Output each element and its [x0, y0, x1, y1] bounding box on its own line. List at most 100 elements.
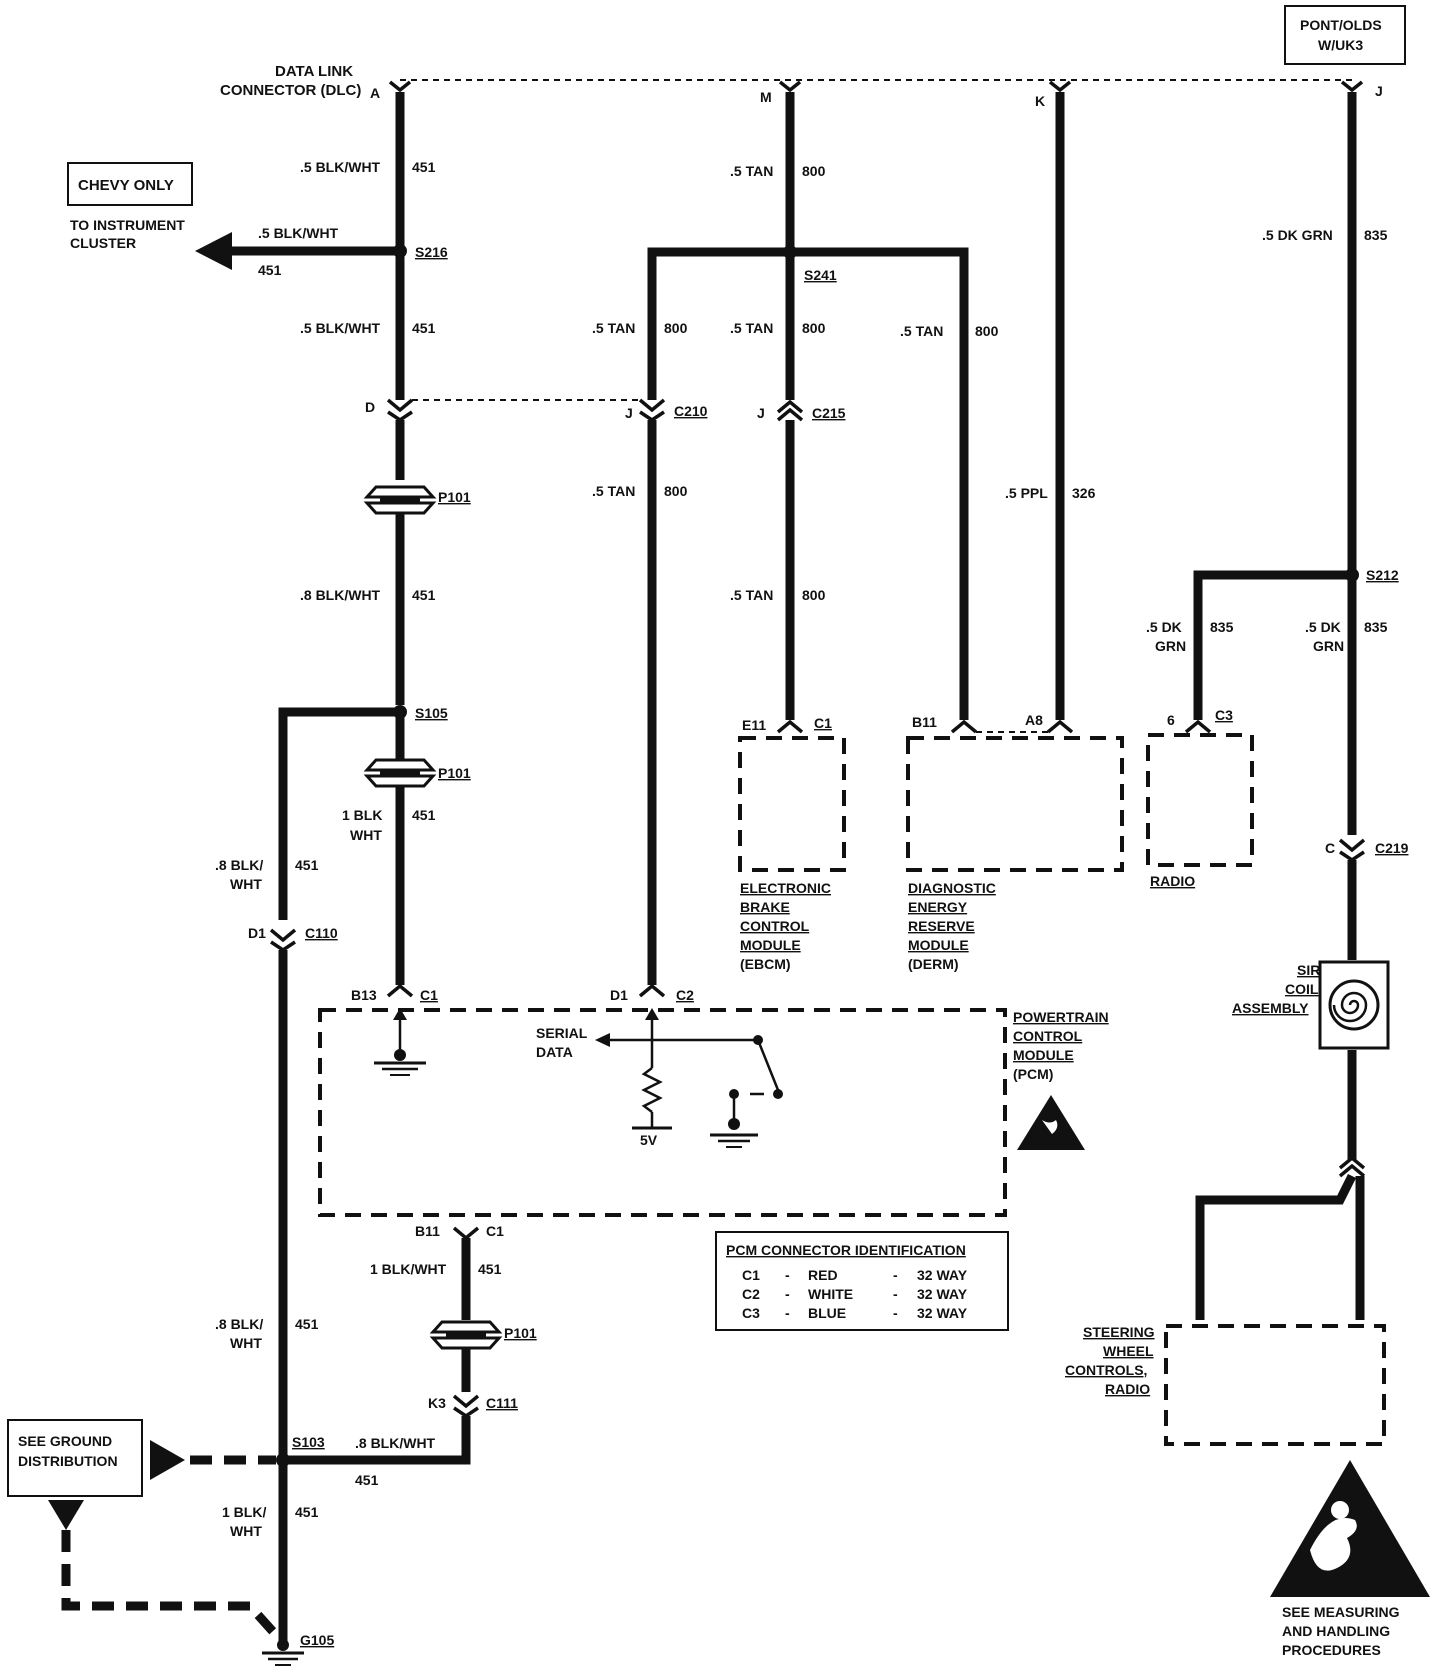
t5-color: .5 TAN — [592, 483, 635, 499]
pin-k3: K3 — [428, 1395, 446, 1411]
pcm-table-cell: - — [785, 1267, 790, 1283]
c110-label: C110 — [305, 925, 338, 941]
t2-color: .5 TAN — [592, 320, 635, 336]
pcm-table-cell: - — [893, 1267, 898, 1283]
splice-s216-dot — [393, 244, 407, 258]
pont-olds-box — [1284, 5, 1406, 65]
chevy-only-label: CHEVY ONLY — [78, 177, 174, 194]
swc-label-3: CONTROLS, — [1065, 1362, 1147, 1378]
dlc-label-1: DATA LINK — [275, 63, 353, 80]
t1-num: 800 — [802, 163, 826, 179]
t6-num: 800 — [802, 587, 826, 603]
ground-dist-arrow — [150, 1440, 185, 1480]
pin-d1-c110: D1 — [248, 925, 266, 941]
pin-a: A — [370, 85, 380, 101]
serial-data-label-2: DATA — [536, 1044, 573, 1060]
arrow-to-instrument-cluster — [195, 232, 232, 270]
sir-label-2: COIL — [1285, 981, 1319, 997]
pcm-c1-label: C1 — [420, 987, 438, 1003]
w8-color: .8 BLK/WHT — [355, 1435, 436, 1451]
w8-num: 451 — [355, 1472, 379, 1488]
p101-connector-b — [363, 758, 437, 788]
ebcm-label-5: (EBCM) — [740, 956, 791, 972]
wire-451-to-s103 — [283, 1416, 471, 1465]
w6-color: 1 BLK/WHT — [370, 1261, 447, 1277]
g2-color-2: GRN — [1155, 638, 1186, 654]
derm-a8-terminal — [1046, 719, 1074, 734]
pcm-table-title: PCM CONNECTOR IDENTIFICATION — [726, 1242, 966, 1258]
pcm-c2-label: C2 — [676, 987, 694, 1003]
pcm-table-cell: 32 WAY — [917, 1286, 968, 1302]
splice-s103: S103 — [292, 1434, 325, 1450]
c111-label: C111 — [486, 1395, 518, 1411]
t6-color: .5 TAN — [730, 587, 773, 603]
pin-c-c219: C — [1325, 840, 1335, 856]
g2-color-1: .5 DK — [1146, 619, 1182, 635]
derm-b11-terminal — [950, 719, 978, 734]
w7-color-2: WHT — [230, 1335, 262, 1351]
derm-label-1: DIAGNOSTIC — [908, 880, 996, 896]
pcm-table-row: C2 - WHITE - 32 WAY — [742, 1286, 968, 1302]
pont-olds-label-2: W/UK3 — [1318, 37, 1363, 53]
p101-c-label: P101 — [504, 1325, 537, 1341]
g1-color: .5 DK GRN — [1262, 227, 1333, 243]
p1-num: 326 — [1072, 485, 1096, 501]
derm-box — [906, 736, 1124, 872]
w3-num: 451 — [412, 587, 436, 603]
pcm-table-cell: RED — [808, 1267, 838, 1283]
g3-color-2: GRN — [1313, 638, 1344, 654]
ground-g105-symbol — [262, 1639, 304, 1666]
splice-s212: S212 — [1366, 567, 1399, 583]
measuring-label-3: PROCEDURES — [1282, 1642, 1381, 1658]
pcm-c1-terminal — [386, 983, 414, 998]
ebcm-label-4: MODULE — [740, 937, 801, 953]
pcm-ground-symbol-left — [374, 1008, 426, 1076]
pcm-table-cell: 32 WAY — [917, 1267, 968, 1283]
w5-num: 451 — [295, 857, 319, 873]
w7-num: 451 — [295, 1316, 319, 1332]
pcm-table-cell: - — [893, 1286, 898, 1302]
wire-800-s241-bus — [647, 247, 969, 720]
w5-color-1: .8 BLK/ — [215, 857, 263, 873]
pcm-table-cell: BLUE — [808, 1305, 846, 1321]
w-ic-num: 451 — [258, 262, 282, 278]
c219-connector — [1338, 838, 1366, 863]
t2-num: 800 — [664, 320, 688, 336]
pin-a8: A8 — [1025, 712, 1043, 728]
g2-num: 835 — [1210, 619, 1234, 635]
radio-label: RADIO — [1150, 873, 1195, 889]
pin-j-c215: J — [757, 405, 765, 421]
swc-label-1: STEERING — [1083, 1324, 1155, 1340]
w9-color-2: WHT — [230, 1523, 262, 1539]
serial-data-label-1: SERIAL — [536, 1025, 588, 1041]
w7-color-1: .8 BLK/ — [215, 1316, 263, 1332]
w-ic-color: .5 BLK/WHT — [258, 225, 339, 241]
sir-label-3: ASSEMBLY — [1232, 1000, 1309, 1016]
splice-s241: S241 — [804, 267, 837, 283]
pin-j-dlc: J — [1375, 83, 1383, 99]
p1-color: .5 PPL — [1005, 485, 1048, 501]
c215-label: C215 — [812, 405, 846, 421]
pcm-table-cell: - — [785, 1305, 790, 1321]
ground-dashed-path — [61, 1530, 280, 1639]
c215-connector — [776, 399, 804, 422]
esd-warning-icon-small — [1017, 1095, 1085, 1150]
ground-g105: G105 — [300, 1632, 334, 1648]
derm-label-5: (DERM) — [908, 956, 959, 972]
g3-num: 835 — [1364, 619, 1388, 635]
g1-num: 835 — [1364, 227, 1388, 243]
w3-color: .8 BLK/WHT — [300, 587, 381, 603]
pcm-table-cell: C1 — [742, 1267, 760, 1283]
p101-b-label: P101 — [438, 765, 471, 781]
pcm-table-cell: 32 WAY — [917, 1305, 968, 1321]
w1-num: 451 — [412, 159, 436, 175]
derm-label-2: ENERGY — [908, 899, 968, 915]
radio-c3-terminal — [1184, 719, 1212, 734]
t1-color: .5 TAN — [730, 163, 773, 179]
dlc-label-2: CONNECTOR (DLC) — [220, 82, 361, 99]
pcm-label-1: POWERTRAIN — [1013, 1009, 1109, 1025]
p101-connector-a — [363, 485, 437, 515]
wire-451-branch-c110 — [278, 707, 400, 920]
splice-s105: S105 — [415, 705, 448, 721]
